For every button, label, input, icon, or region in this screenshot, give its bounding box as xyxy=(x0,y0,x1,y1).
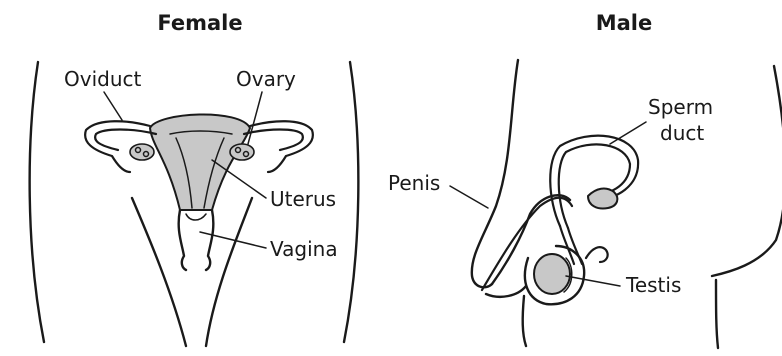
ovary-label: Ovary xyxy=(236,67,296,91)
female-body-left-outline xyxy=(30,62,44,342)
sperm-duct-pointer xyxy=(610,122,646,144)
testis xyxy=(534,254,570,294)
right-oviduct-inner xyxy=(244,130,303,151)
oviduct-pointer xyxy=(104,92,122,120)
left-ovary xyxy=(130,144,154,160)
male-buttock-outline xyxy=(716,280,718,348)
uterus-label: Uterus xyxy=(270,187,336,211)
vagina xyxy=(179,210,214,270)
testis-coil xyxy=(586,247,608,262)
penis-pointer xyxy=(450,186,488,208)
female-panel: Female Oviduct Ovary Uterus Vagina xyxy=(30,11,359,346)
male-heading: Male xyxy=(596,11,653,35)
penis-label: Penis xyxy=(388,171,440,195)
vagina-label: Vagina xyxy=(270,237,338,261)
oviduct-label: Oviduct xyxy=(64,67,142,91)
testis-label: Testis xyxy=(625,273,681,297)
sperm-duct-label-line1: Sperm xyxy=(648,95,713,119)
cervix xyxy=(186,214,206,220)
male-leg-outline xyxy=(523,296,526,346)
female-body-right-outline xyxy=(344,62,358,342)
uterus xyxy=(150,114,250,210)
sperm-duct-label-line2: duct xyxy=(660,121,704,145)
sperm-duct-loop-inner xyxy=(559,144,630,228)
male-panel: Male Sperm duct Penis Testis xyxy=(388,11,782,348)
female-heading: Female xyxy=(157,11,242,35)
ovary-pointer xyxy=(248,92,262,144)
male-body-back-outline xyxy=(712,66,782,276)
testis-pointer xyxy=(566,276,620,286)
seminal-vesicle xyxy=(588,189,617,209)
right-ovary xyxy=(230,144,254,160)
